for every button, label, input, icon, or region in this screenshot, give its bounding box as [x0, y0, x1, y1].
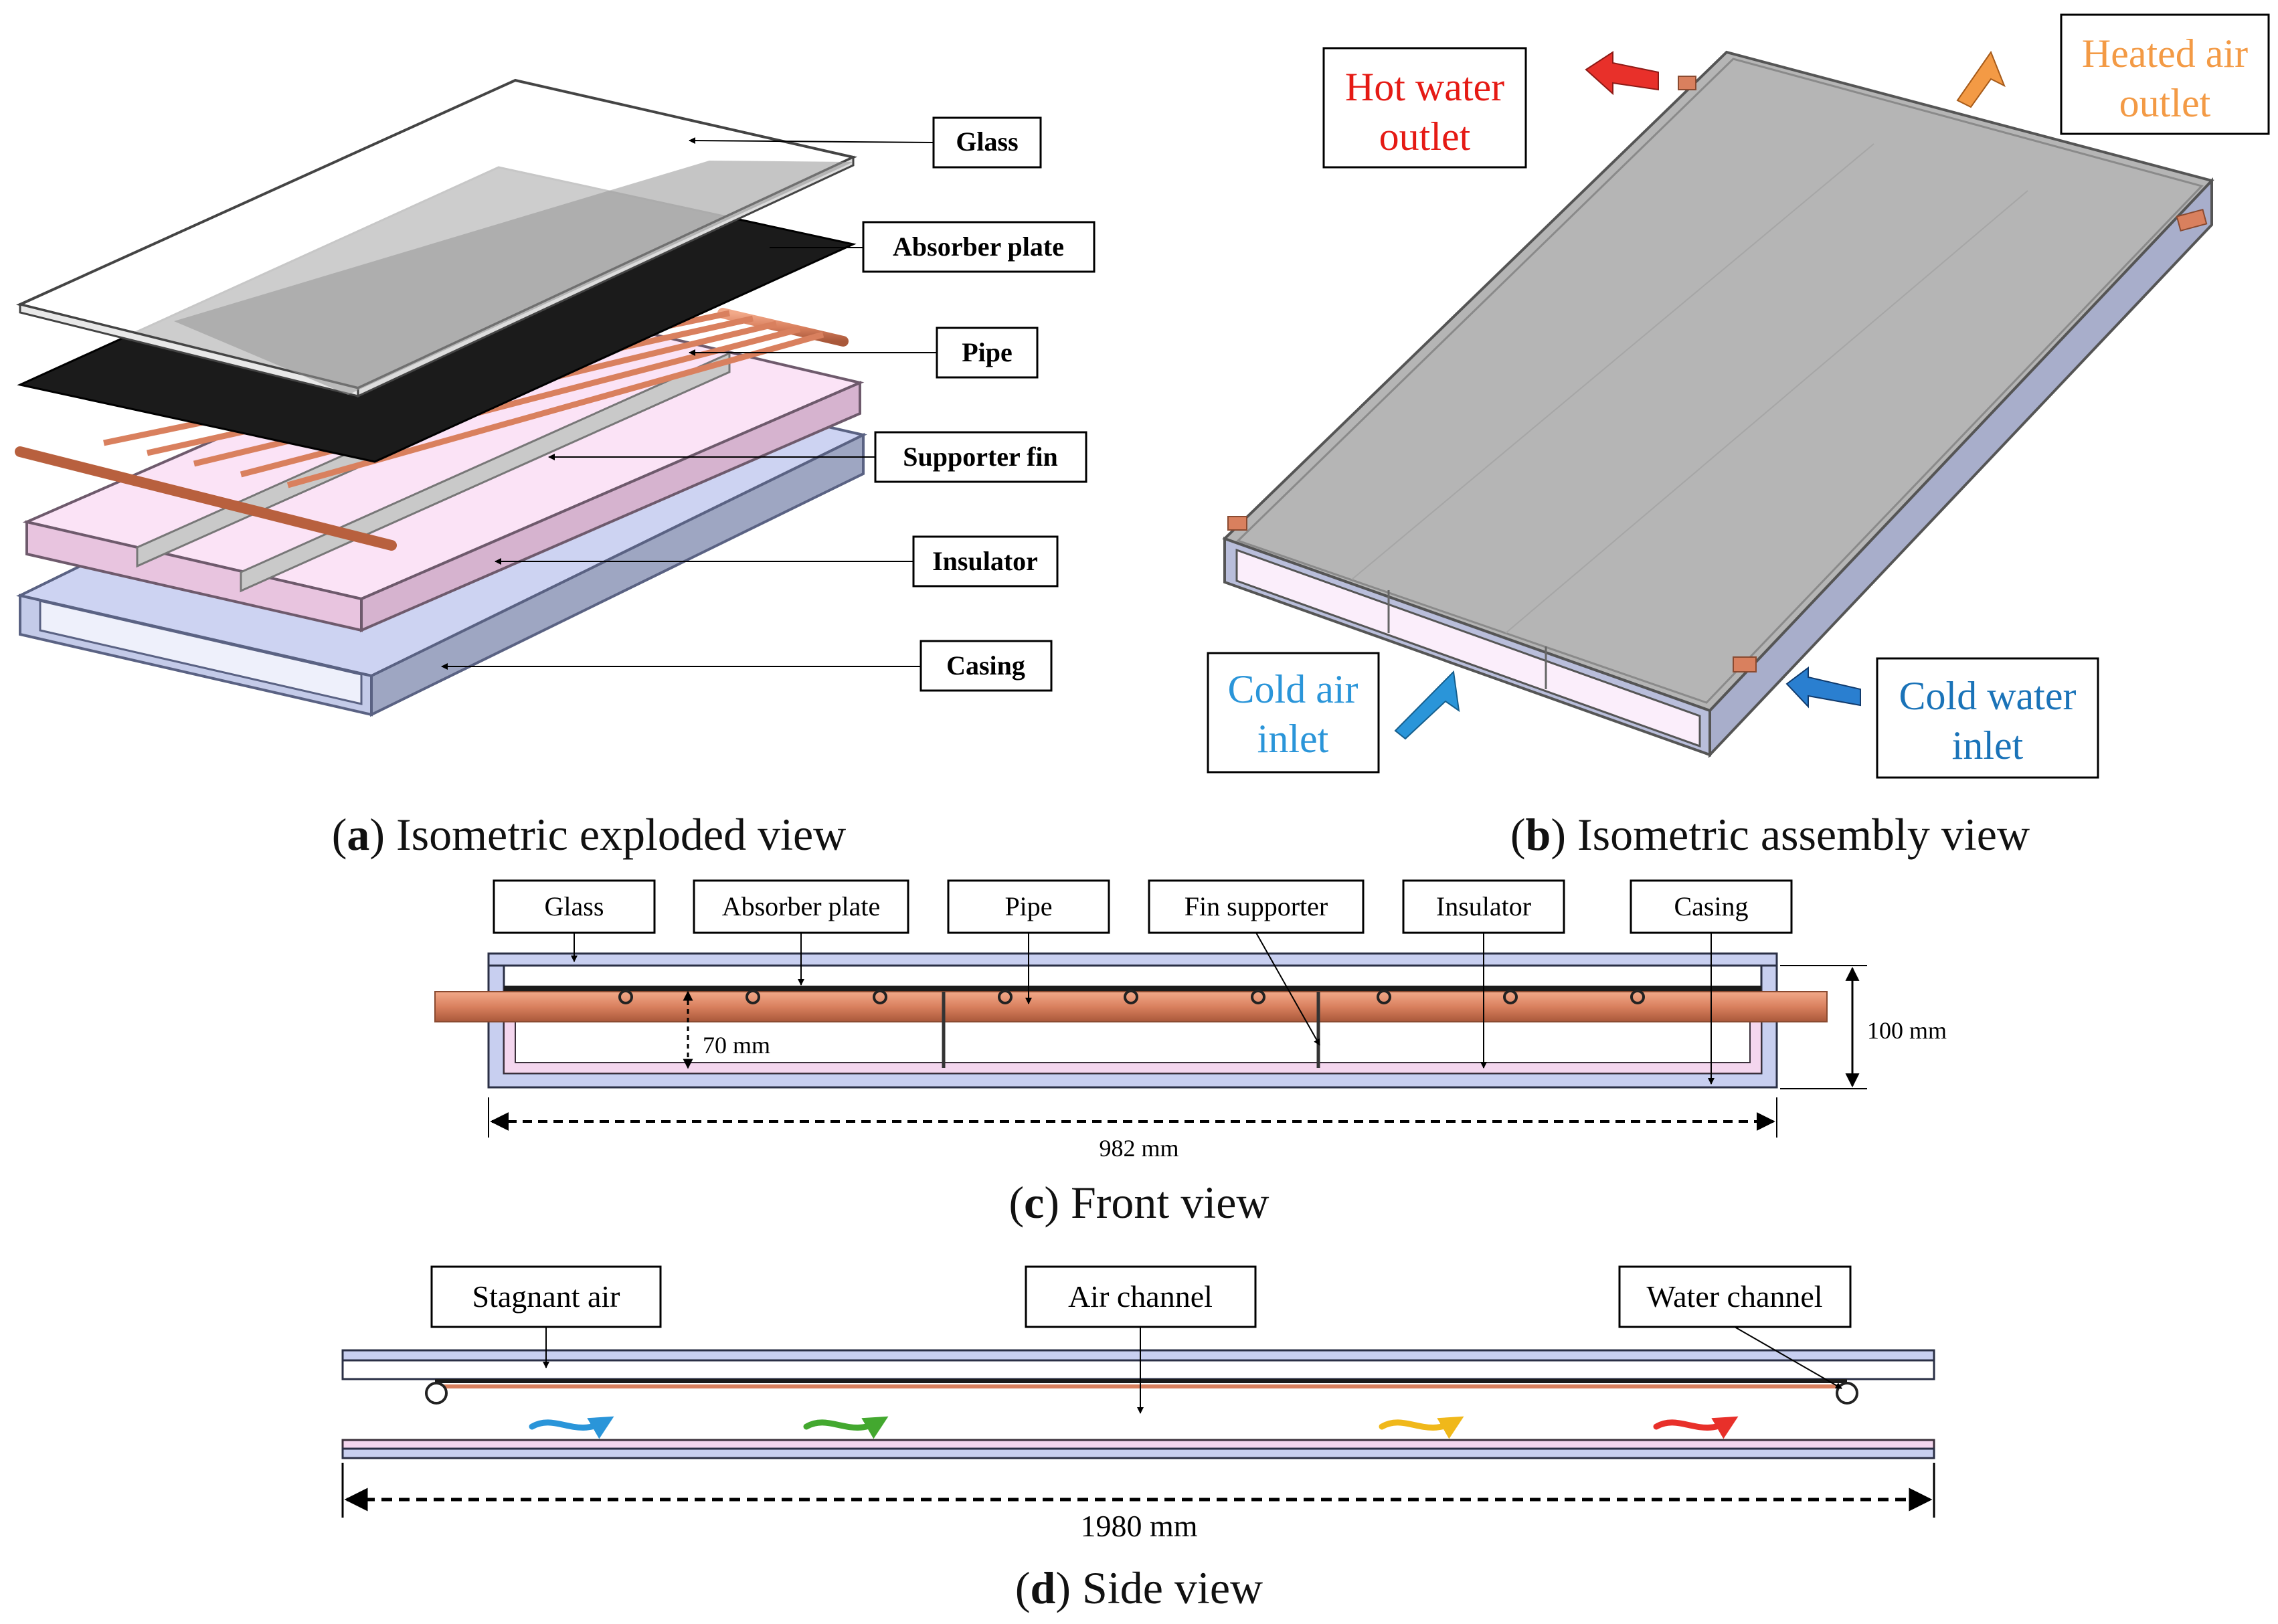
flow-arrow-green	[803, 1416, 889, 1439]
caption-a: (a) Isometric exploded view	[332, 809, 847, 860]
label-cold-air-inlet: Cold air inlet	[1207, 652, 1380, 774]
svg-text:Pipe: Pipe	[962, 337, 1013, 367]
svg-text:Insulator: Insulator	[932, 546, 1038, 576]
svg-text:inlet: inlet	[1257, 717, 1329, 761]
glass-strip	[341, 1349, 1935, 1362]
panel-c-front-view: Glass Absorber plate Pipe Fin supporter …	[434, 879, 1947, 1228]
label-fin-supporter: Fin supporter	[1148, 879, 1365, 934]
pipe-stub	[1227, 516, 1247, 531]
svg-text:Glass: Glass	[545, 891, 604, 921]
label-glass: Glass	[932, 116, 1042, 169]
heated-air-outlet-arrow	[1956, 50, 2006, 108]
label-pipe: Pipe	[947, 879, 1110, 934]
label-heated-air-outlet: Heated air outlet	[2060, 13, 2270, 135]
flow-arrow-blue	[529, 1416, 614, 1439]
panel-b-assembly-view: Hot water outlet Heated air outlet Cold …	[1207, 13, 2270, 860]
water-channel-pipe	[1836, 1382, 1858, 1405]
label-casing: Casing	[919, 640, 1053, 692]
caption-c: (c) Front view	[1009, 1177, 1269, 1228]
pipe-cross-section	[434, 991, 1828, 1022]
svg-text:Cold air: Cold air	[1228, 667, 1359, 711]
stagnant-air-gap	[341, 1359, 1935, 1380]
label-casing: Casing	[1630, 879, 1793, 934]
svg-text:outlet: outlet	[2119, 81, 2211, 125]
dim-channel-label: 70 mm	[703, 1032, 770, 1059]
glass-layer	[487, 952, 1778, 967]
collector-assembly	[1222, 50, 2214, 759]
casing-strip	[341, 1447, 1935, 1459]
svg-text:Insulator: Insulator	[1436, 891, 1531, 921]
panel-d-side-view: Stagnant air Air channel Water channel 1…	[341, 1265, 1935, 1613]
dim-length-label: 1980 mm	[1080, 1509, 1197, 1543]
svg-text:Hot water: Hot water	[1345, 65, 1504, 109]
label-glass: Glass	[493, 879, 656, 934]
svg-text:Casing: Casing	[1674, 891, 1748, 921]
pipe-stub	[1733, 656, 1757, 672]
water-channel-pipe	[425, 1382, 448, 1405]
svg-text:Water channel: Water channel	[1646, 1279, 1822, 1314]
svg-text:Cold water: Cold water	[1899, 674, 2077, 718]
label-supporter-fin: Supporter fin	[874, 431, 1087, 483]
label-cold-water-inlet: Cold water inlet	[1876, 657, 2099, 779]
svg-text:Absorber plate: Absorber plate	[722, 891, 881, 921]
glass-leader	[689, 137, 934, 145]
svg-text:Glass: Glass	[956, 126, 1018, 157]
caption-d: (d) Side view	[1015, 1562, 1263, 1613]
glass-part	[15, 78, 858, 398]
cold-air-inlet-arrow	[1394, 670, 1460, 740]
svg-text:Heated air: Heated air	[2082, 31, 2248, 76]
dim-height-label: 100 mm	[1867, 1017, 1947, 1044]
svg-text:inlet: inlet	[1952, 723, 2024, 768]
pipe-stub	[2176, 208, 2208, 232]
flow-arrow-red	[1653, 1416, 1739, 1439]
cold-water-inlet-arrow	[1785, 666, 1861, 709]
svg-text:Fin supporter: Fin supporter	[1185, 891, 1328, 921]
label-absorber-plate: Absorber plate	[693, 879, 909, 934]
label-water-channel: Water channel	[1618, 1265, 1852, 1328]
label-insulator: Insulator	[912, 535, 1059, 588]
hot-water-outlet-arrow	[1585, 51, 1659, 96]
svg-text:Casing: Casing	[946, 650, 1025, 681]
panel-a-exploded-view: Glass Absorber plate Pipe Supporter fin …	[15, 78, 1096, 860]
svg-text:Air channel: Air channel	[1068, 1279, 1213, 1314]
dim-width-label: 982 mm	[1099, 1135, 1178, 1162]
label-air-channel: Air channel	[1025, 1265, 1257, 1328]
caption-b: (b) Isometric assembly view	[1510, 809, 2030, 860]
label-pipe: Pipe	[936, 327, 1039, 379]
svg-text:Absorber plate: Absorber plate	[893, 232, 1064, 262]
svg-text:Supporter fin: Supporter fin	[903, 442, 1058, 472]
absorber-layer	[504, 986, 1761, 992]
svg-text:outlet: outlet	[1379, 114, 1471, 159]
label-insulator: Insulator	[1402, 879, 1565, 934]
insulator-strip	[341, 1439, 1935, 1450]
pipe-holes	[618, 990, 1645, 1004]
label-hot-water-outlet: Hot water outlet	[1322, 47, 1527, 169]
flow-arrow-yellow	[1379, 1416, 1464, 1439]
label-absorber-plate: Absorber plate	[862, 221, 1096, 273]
label-stagnant-air: Stagnant air	[430, 1265, 662, 1328]
svg-text:Pipe: Pipe	[1004, 891, 1052, 921]
svg-text:Stagnant air: Stagnant air	[472, 1279, 620, 1314]
pipe-stub	[1678, 76, 1696, 90]
